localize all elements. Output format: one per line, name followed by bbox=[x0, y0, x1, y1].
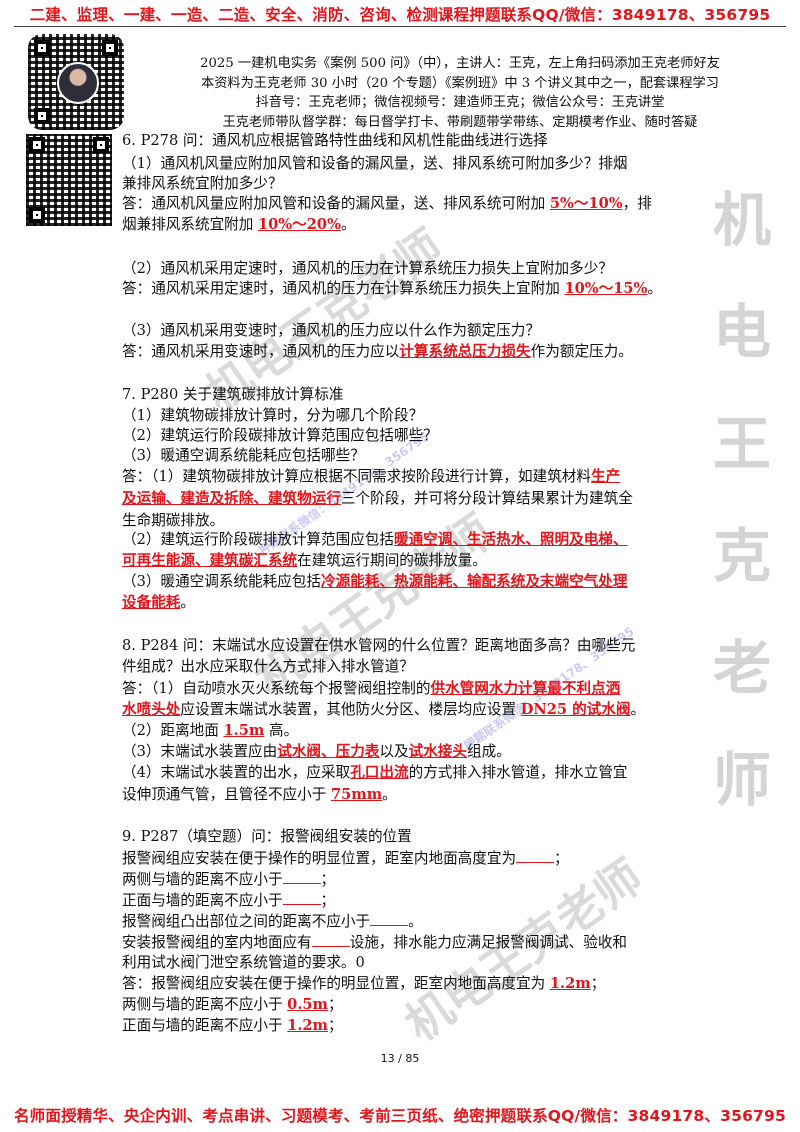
question-title: 8. P284 问：末端试水应设置在供水管网的什么位置？距离地面多高？由哪些元 bbox=[122, 637, 636, 654]
question-text: 兼排风系统宜附加多少？ bbox=[122, 175, 283, 192]
answer-text: 及运输、建造及拆除、建筑物运行三个阶段，并可将分段计算结果累计为建筑全 bbox=[122, 490, 633, 507]
answer-text: （3）暖通空调系统能耗应包括冷源能耗、热源能耗、输配系统及末端空气处理 bbox=[122, 573, 628, 590]
answer-text: 答：（1）建筑物碳排放计算应根据不同需求按阶段进行计算，如建筑材料生产 bbox=[122, 468, 621, 485]
wechat-qr-code-icon bbox=[26, 134, 112, 226]
watermark-char: 师 bbox=[712, 746, 771, 814]
answer-text: 生命期碳排放。 bbox=[122, 512, 225, 529]
watermark-char: 王 bbox=[712, 410, 771, 478]
question-text: （3）暖通空调系统能耗应包括哪些？ bbox=[122, 447, 365, 464]
question-title: 7. P280 关于建筑碳排放计算标准 bbox=[122, 386, 344, 403]
side-watermark: 机 电 王 克 老 师 bbox=[704, 164, 780, 836]
top-banner: 二建、监理、一建、一造、二造、安全、消防、咨询、检测课程押题联系QQ/微信：38… bbox=[29, 6, 771, 24]
question-text: （2）通风机采用定速时，通风机的压力在计算系统压力损失上宜附加多少？ bbox=[122, 260, 613, 277]
fill-blank-text: 报警阀组应安装在便于操作的明显位置，距室内地面高度宜为； bbox=[122, 848, 569, 867]
watermark-char: 电 bbox=[712, 298, 771, 366]
question-text: （1）通风机风量应附加风管和设备的漏风量，送、排风系统可附加多少？排烟 bbox=[122, 155, 628, 172]
answer-text: 答：通风机采用定速时，通风机的压力在计算系统压力损失上宜附加 10%～15%。 bbox=[122, 280, 663, 297]
answer-text: 答：通风机采用变速时，通风机的压力应以计算系统总压力损失作为额定压力。 bbox=[122, 343, 633, 360]
answer-blank[interactable] bbox=[282, 890, 321, 905]
answer-text: 答：通风机风量应附加风管和设备的漏风量，送、排风系统可附加 5%～10%，排 bbox=[122, 195, 652, 212]
answer-text: 设备能耗。 bbox=[122, 594, 195, 611]
question-title: 6. P278 问：通风机应根据管路特性曲线和风机性能曲线进行选择 bbox=[122, 132, 548, 149]
answer-text: 可再生能源、建筑碳汇系统在建筑运行期间的碳排放量。 bbox=[122, 552, 487, 569]
document-header: 2025 一建机电实务《案例 500 问》（中），主讲人：王克，左上角扫码添加王… bbox=[130, 54, 790, 132]
fill-blank-text: 正面与墙的距离不应小于； bbox=[122, 890, 336, 909]
answer-text: 设伸顶通气管，且管径不应小于 75mm。 bbox=[122, 786, 397, 803]
answer-text: 两侧与墙的距离不应小于 0.5m； bbox=[122, 996, 343, 1013]
question-title: 9. P287（填空题）问：报警阀组安装的位置 bbox=[122, 828, 412, 845]
top-divider bbox=[14, 26, 786, 27]
fill-blank-text: 利用试水阀门泄空系统管道的要求。0 bbox=[122, 954, 365, 971]
header-line: 2025 一建机电实务《案例 500 问》（中），主讲人：王克，左上角扫码添加王… bbox=[200, 56, 720, 71]
header-line: 抖音号：王克老师；微信视频号：建造师王克；微信公众号：王克讲堂 bbox=[255, 95, 665, 111]
fill-blank-text: 安装报警阀组的室内地面应有设施，排水能力应满足报警阀调试、验收和 bbox=[122, 932, 628, 951]
header-line: 王克老师带队督学群：每日督学打卡、带刷题带学带练、定期模考作业、随时答疑 bbox=[222, 114, 698, 130]
answer-text: 烟兼排风系统宜附加 10%～20%。 bbox=[122, 216, 356, 233]
fill-blank-text: 报警阀组凸出部位之间的距离不应小于。 bbox=[122, 911, 423, 930]
question-text: （3）通风机采用变速时，通风机的压力应以什么作为额定压力？ bbox=[122, 322, 540, 339]
teacher-avatar bbox=[57, 62, 99, 104]
question-text: 件组成？出水应采取什么方式排入排水管道？ bbox=[122, 658, 414, 675]
answer-blank[interactable] bbox=[282, 869, 321, 884]
question-text: （2）建筑运行阶段碳排放计算范围应包括哪些？ bbox=[122, 427, 438, 444]
answer-text: （4）末端试水装置的出水，应采取孔口出流的方式排入排水管道，排水立管宜 bbox=[122, 764, 628, 781]
bottom-banner: 名师面授精华、央企内训、考点串讲、习题模考、考前三页纸、绝密押题联系QQ/微信：… bbox=[13, 1107, 787, 1125]
fill-blank-text: 两侧与墙的距离不应小于； bbox=[122, 869, 336, 888]
answer-blank[interactable] bbox=[370, 911, 409, 926]
answer-blank[interactable] bbox=[516, 848, 555, 863]
answer-text: （2）建筑运行阶段碳排放计算范围应包括暖通空调、生活热水、照明及电梯、 bbox=[122, 531, 628, 548]
watermark-char: 老 bbox=[712, 634, 771, 702]
header-line: 本资料为王克老师 30 小时（20 个专题）《案例班》中 3 个讲义其中之一，配… bbox=[201, 75, 719, 91]
answer-blank[interactable] bbox=[311, 932, 350, 947]
watermark-char: 机 bbox=[712, 186, 771, 254]
answer-text: （3）末端试水装置应由试水阀、压力表以及试水接头组成。 bbox=[122, 743, 511, 760]
answer-text: （2）距离地面 1.5m 高。 bbox=[122, 722, 299, 739]
answer-text: 答：报警阀组应安装在便于操作的明显位置，距室内地面高度宜为 1.2m； bbox=[122, 975, 606, 992]
answer-text: 水喷头处应设置末端试水装置，其他防火分区、楼层均应设置 DN25 的试水阀。 bbox=[122, 701, 646, 718]
answer-text: 答：（1）自动喷水灭火系统每个报警阀组控制的供水管网水力计算最不利点洒 bbox=[122, 680, 621, 697]
answer-text: 正面与墙的距离不应小于 1.2m； bbox=[122, 1017, 343, 1034]
question-text: （1）建筑物碳排放计算时，分为哪几个阶段？ bbox=[122, 407, 424, 424]
page-number: 13 / 85 bbox=[380, 1052, 420, 1065]
watermark-char: 克 bbox=[712, 522, 771, 590]
